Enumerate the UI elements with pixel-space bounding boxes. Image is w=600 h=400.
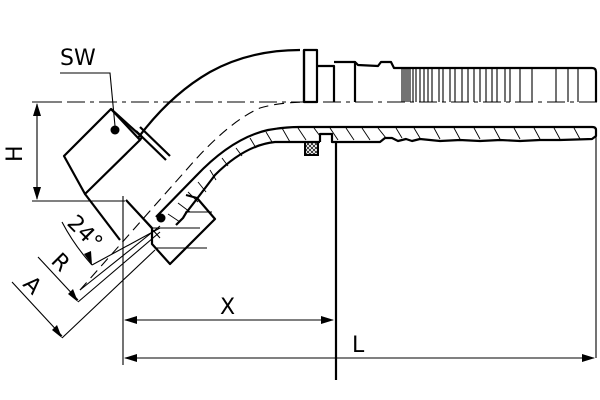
r-extension <box>77 231 161 303</box>
nut-body-upper <box>62 107 142 196</box>
bore-inner-wall <box>155 125 598 218</box>
serrated-inner-profile <box>336 130 598 144</box>
shoulder-3 <box>354 60 400 70</box>
a-extension <box>61 249 156 339</box>
fitting-body <box>137 48 598 380</box>
length-dimensions: X L <box>122 196 595 365</box>
section-hatching <box>167 127 581 223</box>
o-ring <box>304 141 319 156</box>
l-arrow-left <box>124 354 137 362</box>
cone-dimensions: 24° R A <box>11 211 161 339</box>
a-label: A <box>18 272 46 300</box>
bend-upper-contour <box>137 48 301 139</box>
sw-leader-line <box>60 72 116 127</box>
o-ring-groove-and-face <box>318 132 338 380</box>
l-arrow-right <box>582 354 595 362</box>
x-arrow-left <box>124 316 137 324</box>
x-arrow-right <box>321 316 334 324</box>
nut-face-ring <box>135 126 171 161</box>
angle-label: 24° <box>62 211 107 256</box>
h-label: H <box>3 145 28 162</box>
bent-centerline <box>79 101 311 291</box>
nut-side <box>84 193 121 241</box>
nut-body-lower <box>125 193 217 266</box>
sw-marker-dot <box>110 125 120 135</box>
barb-rings <box>401 68 579 102</box>
angle-arrow <box>84 251 92 265</box>
h-arrow-bottom <box>33 187 41 200</box>
cone-seal-dot <box>156 213 166 223</box>
angle-leg-2 <box>79 225 161 291</box>
x-label: X <box>220 295 235 320</box>
h-dimension: H <box>3 101 125 202</box>
sw-label: SW <box>60 46 96 71</box>
section-outer-wall <box>175 140 320 226</box>
angle-leg-1 <box>91 227 161 266</box>
swivel-nut <box>62 107 217 266</box>
r-arrow <box>68 289 78 302</box>
r-label: R <box>46 249 74 277</box>
tail-end-top <box>591 66 598 102</box>
collar-ring <box>302 48 319 104</box>
shoulder-2 <box>334 60 357 102</box>
shoulder-1 <box>317 64 336 102</box>
a-arrow <box>52 325 62 338</box>
angle-arc <box>61 221 93 266</box>
l-label: L <box>352 333 365 358</box>
sw-leader: SW <box>60 46 116 127</box>
h-arrow-top <box>33 103 41 116</box>
a-dim-line <box>11 281 63 337</box>
